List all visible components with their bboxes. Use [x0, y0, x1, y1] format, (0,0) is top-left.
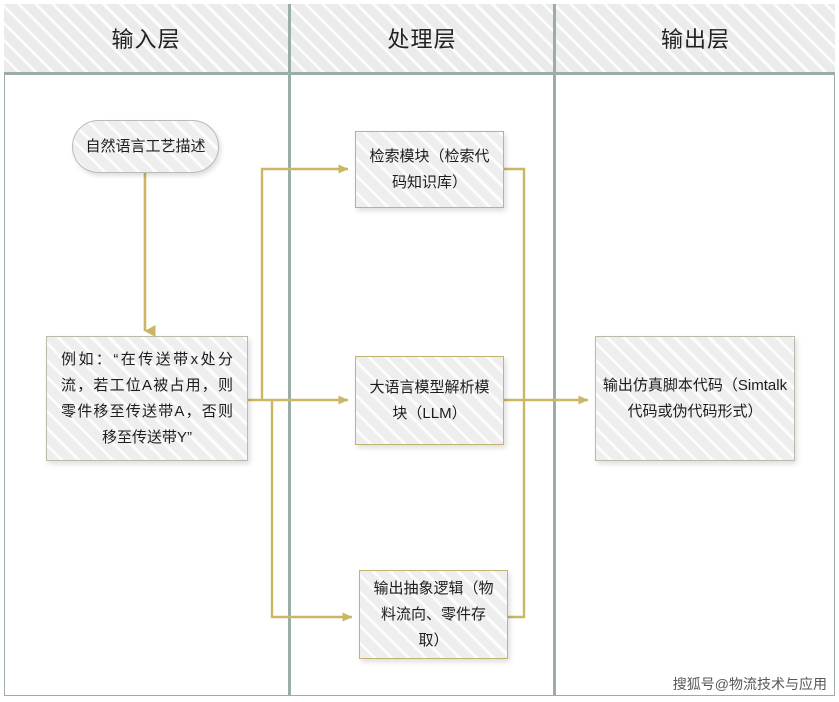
node-llm-parsing-module[interactable]: 大语言模型解析模块（LLM） [355, 356, 504, 445]
lane-header-input: 输入层 [4, 4, 288, 72]
node-natural-language-description[interactable]: 自然语言工艺描述 [72, 120, 219, 173]
node-label: 检索模块（检索代码知识库） [369, 147, 490, 191]
lane-title-input: 输入层 [111, 27, 181, 52]
node-label: 大语言模型解析模块（LLM） [369, 378, 490, 422]
lane-header-output: 输出层 [556, 4, 835, 72]
node-retrieval-module[interactable]: 检索模块（检索代码知识库） [355, 131, 504, 208]
node-label: 例如：“在传送带x处分流，若工位A被占用，则零件移至传送带A，否则移至传送带Y” [61, 350, 233, 446]
lane-title-output: 输出层 [660, 27, 730, 52]
node-label: 输出仿真脚本代码（Simtalk 代码或伪代码形式） [602, 376, 788, 420]
node-label: 输出抽象逻辑（物料流向、零件存取） [373, 579, 494, 649]
lane-header-band: 输入层 处理层 输出层 [4, 4, 835, 75]
watermark: 搜狐号@物流技术与应用 [672, 676, 827, 692]
lane-title-process: 处理层 [387, 27, 457, 52]
node-simulation-script-output[interactable]: 输出仿真脚本代码（Simtalk 代码或伪代码形式） [595, 336, 795, 461]
node-abstract-logic-output[interactable]: 输出抽象逻辑（物料流向、零件存取） [359, 570, 508, 659]
node-label: 自然语言工艺描述 [85, 137, 206, 155]
lane-divider-process-output [553, 4, 556, 696]
lane-divider-input-process [288, 4, 291, 696]
node-example-description[interactable]: 例如：“在传送带x处分流，若工位A被占用，则零件移至传送带A，否则移至传送带Y” [46, 336, 248, 461]
lane-header-process: 处理层 [291, 4, 553, 72]
